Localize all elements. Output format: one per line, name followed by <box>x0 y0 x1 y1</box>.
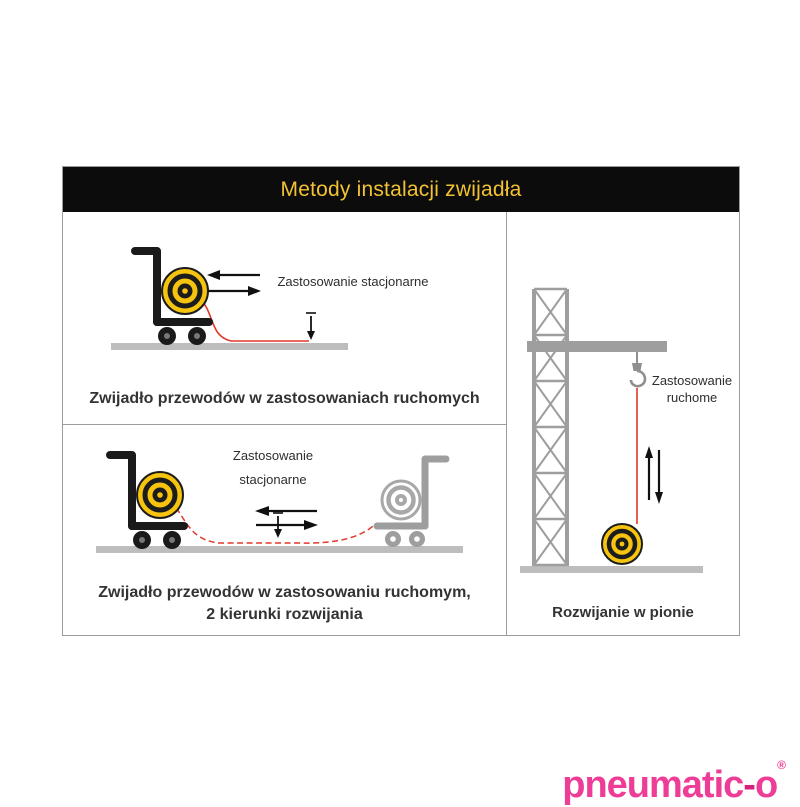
ground-bar <box>96 546 463 553</box>
horizontal-divider <box>63 424 506 425</box>
diagram-header: Metody instalacji zwijadła <box>63 167 739 212</box>
ground-bar <box>111 343 348 350</box>
hand-truck-gray-icon <box>373 455 450 547</box>
diagram-title: Metody instalacji zwijadła <box>280 178 522 201</box>
reel-icon <box>136 471 184 519</box>
double-arrows-icon <box>255 506 318 530</box>
diagram-frame: Metody instalacji zwijadła <box>62 166 740 636</box>
lattice-tower-icon <box>532 287 569 567</box>
logo-o: o <box>754 764 778 806</box>
logo-text: pneumatic <box>562 764 744 806</box>
reel-icon <box>601 523 643 565</box>
panel-vertical-unwinding: Zastosowanie ruchome Rozwijanie w pionie <box>507 212 739 635</box>
reel-gray-icon <box>380 479 422 521</box>
crane-tower-illustration <box>527 287 667 567</box>
label-stationary-use: Zastosowanie stacjonarne <box>277 274 429 289</box>
hook-icon <box>629 352 647 388</box>
label-mobile-use: Zastosowanie ruchome <box>651 373 733 405</box>
hand-truck-icon <box>106 451 188 549</box>
registered-mark: ® <box>777 758 786 772</box>
caption-two-directions: Zwijadło przewodów w zastosowaniu ruchom… <box>98 584 471 623</box>
crane-jib-icon <box>527 341 667 352</box>
caption-vertical-unwinding: Rozwijanie w pionie <box>552 604 694 621</box>
vertical-divider <box>506 212 507 635</box>
double-arrows-icon <box>207 270 261 296</box>
caption-mobile-applications: Zwijadło przewodów w zastosowaniach ruch… <box>89 390 480 407</box>
reel-icon <box>161 267 209 315</box>
panel-two-directions: Zastosowanie stacjonarne Zwijadło przewo… <box>63 424 506 635</box>
ground-bar <box>520 566 703 573</box>
logo-dash: - <box>743 764 756 806</box>
pneumatico-logo: pneumatic-o® <box>562 758 786 807</box>
panel-stationary-use: Zastosowanie stacjonarne Zwijadło przewo… <box>63 212 506 424</box>
hand-truck-icon <box>131 247 213 345</box>
cable-path <box>170 499 374 544</box>
up-down-arrows-icon <box>645 446 663 504</box>
label-stationary-use: Zastosowanie stacjonarne <box>232 448 314 487</box>
